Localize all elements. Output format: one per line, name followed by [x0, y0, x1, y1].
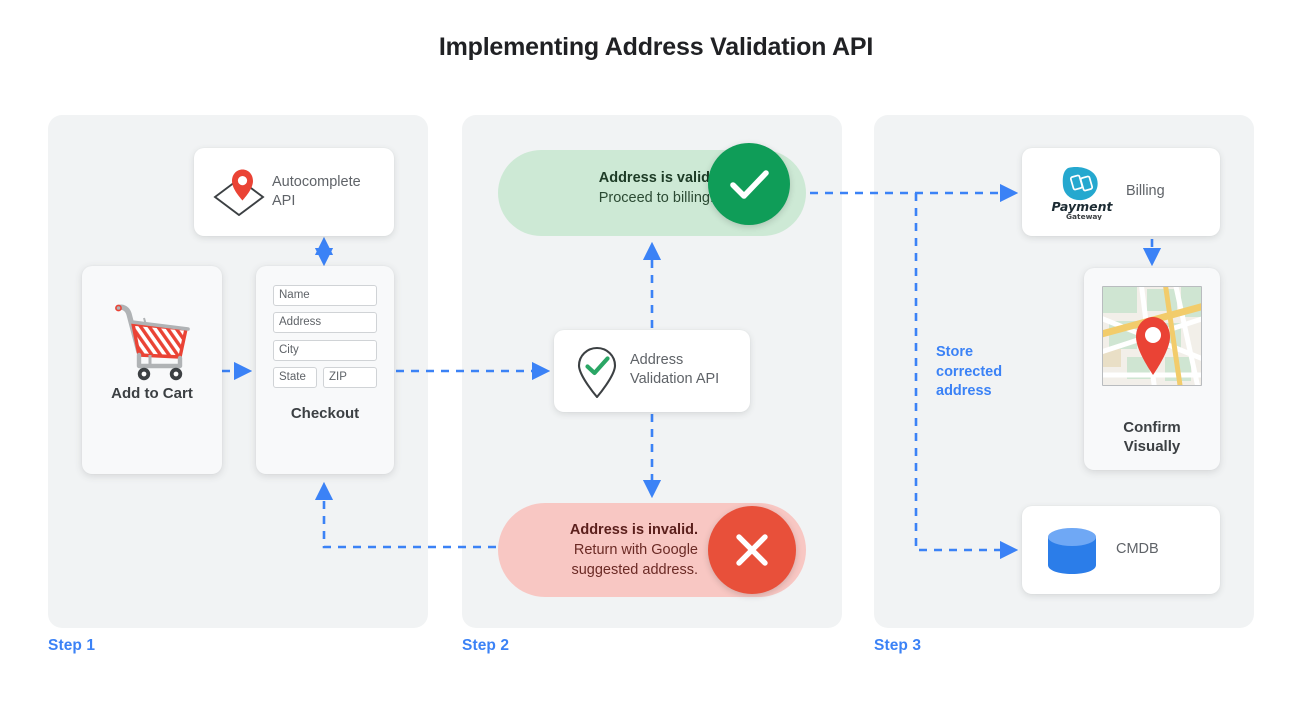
confirm-visually-label: Confirm Visually: [1084, 418, 1220, 456]
address-valid-subline: Proceed to billing.: [598, 190, 714, 206]
autocomplete-api-title: Autocomplete API: [272, 174, 361, 209]
billing-card[interactable]: Payment Gateway Billing: [1022, 148, 1220, 236]
cmdb-card[interactable]: CMDB: [1022, 506, 1220, 594]
address-invalid-headline: Address is invalid.: [569, 522, 698, 538]
confirm-line-1: Confirm: [1123, 419, 1181, 436]
address-field[interactable]: Address: [273, 312, 377, 333]
store-label-line-2: corrected: [936, 363, 1003, 380]
page-title: Implementing Address Validation API: [438, 33, 874, 61]
payment-logo-word: Payment: [1052, 199, 1114, 214]
step-3-label: Step 3: [874, 637, 922, 654]
add-to-cart-card[interactable]: Add to Cart: [82, 266, 222, 474]
address-invalid-text: Address is invalid. Return with Google s…: [518, 520, 698, 580]
shopping-cart-icon: [115, 304, 190, 381]
name-field[interactable]: Name: [273, 285, 377, 306]
city-field[interactable]: City: [273, 340, 377, 361]
add-to-cart-label: Add to Cart: [111, 385, 193, 402]
confirm-visually-card[interactable]: Confirm Visually: [1084, 268, 1220, 470]
address-invalid-subline-1: Return with Google: [573, 542, 698, 558]
cmdb-label: CMDB: [1116, 541, 1159, 557]
address-invalid-pill: Address is invalid. Return with Google s…: [498, 503, 806, 597]
address-validation-api-title: Address Validation API: [630, 351, 740, 389]
address-valid-text: Address is valid. Proceed to billing.: [518, 168, 714, 208]
map-pin-check-icon: [577, 346, 617, 398]
gateway-logo-word: Gateway: [1066, 212, 1102, 220]
address-invalid-subline-2: suggested address.: [571, 562, 698, 578]
address-validation-api-card[interactable]: Address Validation API: [554, 330, 750, 412]
avapi-line-2: Validation API: [630, 371, 720, 387]
step-1-label: Step 1: [48, 637, 96, 654]
address-valid-pill: Address is valid. Proceed to billing.: [498, 143, 806, 236]
zip-field[interactable]: ZIP: [323, 367, 377, 388]
billing-label: Billing: [1126, 183, 1165, 199]
x-circle-icon: [708, 506, 796, 594]
check-circle-icon: [708, 143, 790, 225]
store-label-line-3: address: [936, 383, 992, 399]
state-field[interactable]: State: [273, 367, 317, 388]
confirm-line-2: Visually: [1123, 438, 1181, 455]
address-valid-headline: Address is valid.: [598, 170, 714, 186]
database-cylinder-icon: [1048, 528, 1096, 574]
payment-gateway-logo: Payment Gateway: [1052, 167, 1114, 220]
step-2-label: Step 2: [462, 637, 510, 654]
checkout-label: Checkout: [290, 405, 360, 422]
store-corrected-address-label: Store corrected address: [936, 343, 1036, 402]
autocomplete-api-card[interactable]: Autocomplete API: [194, 148, 394, 236]
avapi-line-1: Address: [630, 352, 684, 368]
checkout-card[interactable]: Name Address City State ZIP Checkout: [256, 266, 394, 474]
map-pin-diamond-icon: [213, 169, 265, 216]
store-label-line-1: Store: [936, 344, 974, 360]
map-thumbnail-icon: [1102, 286, 1202, 386]
